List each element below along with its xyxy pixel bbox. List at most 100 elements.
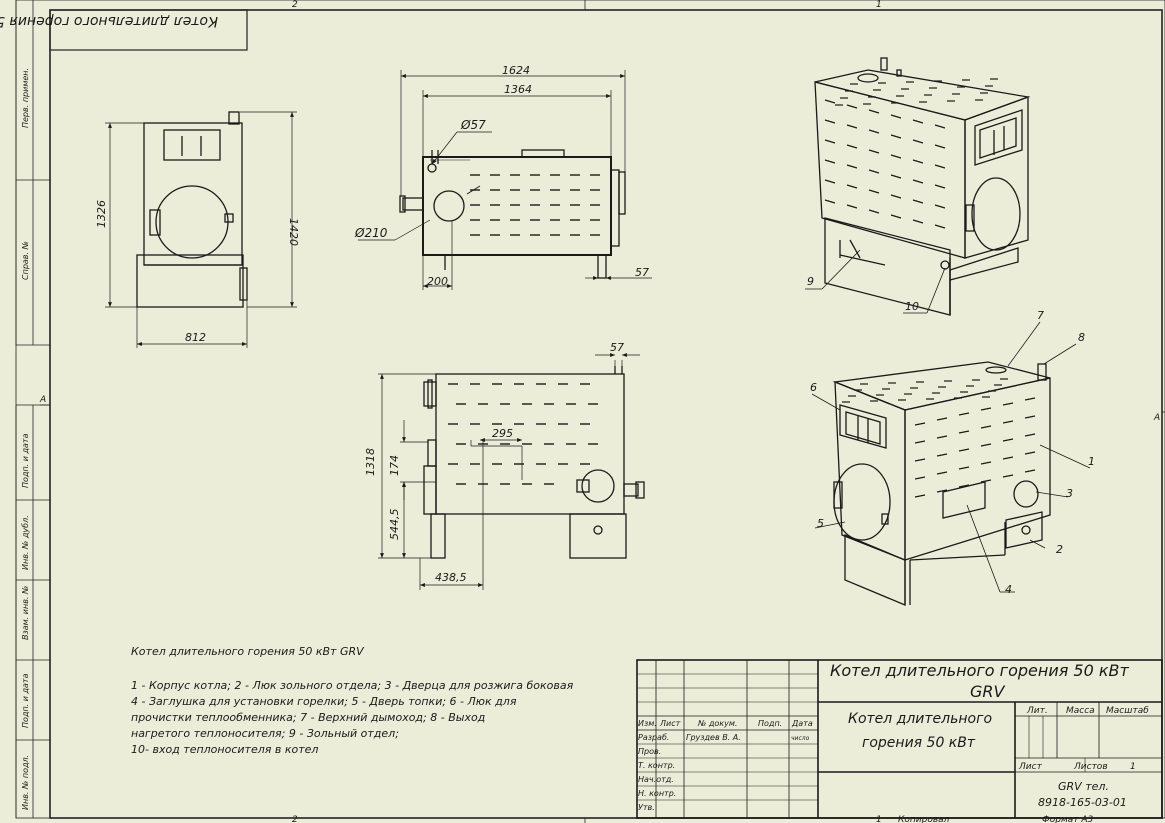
callout-3: 3: [1066, 487, 1073, 500]
iso-top-dashes: [824, 78, 998, 229]
perforation-dash: [1024, 415, 1036, 419]
perforation-dash: [868, 169, 880, 174]
tb-sheets: Листов: [1073, 762, 1108, 772]
tb-row-label: Разраб.: [638, 733, 669, 742]
side-dashes: [470, 174, 600, 236]
perforation-dash: [868, 189, 880, 194]
perforation-dash: [846, 184, 858, 189]
perforation-dash: [912, 119, 924, 124]
perforation-dash: [890, 194, 902, 199]
tb-lit: Лит.: [1026, 706, 1048, 716]
perforation-dash: [958, 466, 970, 470]
tb-mass: Масса: [1066, 706, 1095, 716]
mirrored-title: Котел длительного горения 50 кВт GRV: [0, 13, 218, 29]
side-label: Перв. примен.: [21, 68, 30, 128]
perforation-dash: [936, 435, 948, 439]
side-label: Взам. инв. №: [21, 586, 30, 640]
perforation-dash: [980, 425, 992, 429]
zone-label: 1: [876, 0, 882, 10]
side-dimensions: [358, 70, 652, 290]
dim-label: 57: [610, 341, 624, 354]
perforation-dash: [980, 461, 992, 465]
dim-label: 1326: [95, 200, 108, 228]
dim-label: 57: [635, 266, 649, 279]
zone-label: A: [39, 395, 46, 405]
footer-copied: Копировал: [898, 815, 950, 823]
dim-label: 295: [492, 427, 513, 440]
dim-label: 438,5: [435, 571, 467, 584]
perforation-dash: [934, 164, 946, 169]
dim-label: 544,5: [388, 509, 401, 541]
side-label: Справ. №: [21, 241, 30, 280]
perforation-dash: [824, 99, 836, 104]
perforation-dash: [1024, 469, 1036, 473]
tb-date: число: [791, 735, 810, 742]
callout-1: 1: [1088, 455, 1095, 468]
callout-leaders: [805, 249, 1091, 593]
side-view: [399, 149, 626, 279]
notes: Котел длительного горения 50 кВт GRV 1 -…: [131, 645, 574, 756]
dim-label: Ø57: [460, 118, 486, 132]
zone-label: 2: [292, 815, 298, 823]
dim-label: 1624: [502, 64, 530, 77]
perforation-dash: [958, 430, 970, 434]
tb-header: Изм.: [638, 719, 657, 728]
iso-view-bottom: [832, 361, 1051, 606]
notes-line: прочистки теплообменника; 7 - Верхний ды…: [131, 711, 485, 724]
side-label: Инв. № дубл.: [21, 515, 30, 570]
perforation-dash: [846, 124, 858, 129]
tb-row-label: Утв.: [638, 803, 655, 812]
perforation-dash: [914, 476, 926, 480]
perforation-dash: [890, 214, 902, 219]
side-label: Подп. и дата: [21, 433, 30, 488]
perforation-dash: [868, 109, 880, 114]
rear-dashes: [448, 383, 598, 485]
tb-sheets-value: 1: [1130, 762, 1136, 772]
perforation-dash: [1002, 402, 1014, 406]
perforation-dash: [1002, 438, 1014, 442]
tb-header: Дата: [791, 719, 813, 728]
tb-designation: GRV тел.: [1058, 780, 1109, 793]
zone-label: A: [1153, 413, 1160, 423]
perforation-dash: [868, 129, 880, 134]
callout-9: 9: [807, 275, 814, 288]
perforation-dash: [958, 448, 970, 452]
callout-10: 10: [905, 300, 919, 313]
perforation-dash: [936, 471, 948, 475]
callout-8: 8: [1078, 331, 1085, 344]
zone-label: 2: [292, 0, 298, 10]
callout-7: 7: [1037, 309, 1044, 322]
callout-4: 4: [1005, 583, 1012, 596]
dim-label: 1420: [287, 218, 300, 246]
zone-label: 1: [876, 815, 882, 823]
perforation-dash: [934, 144, 946, 149]
tb-sheet: Лист: [1018, 762, 1043, 772]
perforation-dash: [912, 139, 924, 144]
perforation-dash: [1002, 456, 1014, 460]
perforation-dash: [846, 164, 858, 169]
perforation-dash: [1024, 451, 1036, 455]
perforation-dash: [1024, 397, 1036, 401]
perforation-dash: [1002, 474, 1014, 478]
tb-row-label: Н. контр.: [638, 789, 676, 798]
tb-developer: Груздев В. А.: [686, 733, 741, 742]
perforation-dash: [890, 134, 902, 139]
callout-6: 6: [810, 381, 817, 394]
side-label: Подп. и дата: [21, 673, 30, 728]
perforation-dash: [934, 124, 946, 129]
perforation-dash: [890, 154, 902, 159]
side-label: Инв. № подл.: [21, 755, 30, 810]
perforation-dash: [912, 159, 924, 164]
callout-2: 2: [1056, 543, 1063, 556]
rear-dimensions: [378, 353, 640, 590]
perforation-dash: [1024, 433, 1036, 437]
perforation-dash: [912, 219, 924, 224]
dim-label: 812: [185, 331, 206, 344]
notes-line: 1 - Корпус котла; 2 - Люк зольного отдел…: [131, 679, 574, 692]
perforation-dash: [958, 484, 970, 488]
tb-header: Лист: [659, 719, 681, 728]
perforation-dash: [936, 417, 948, 421]
part-name: горения 50 кВт: [862, 735, 976, 751]
main-title: Котел длительного горения 50 кВт: [830, 661, 1130, 680]
footer-format: Формат А3: [1042, 815, 1094, 823]
